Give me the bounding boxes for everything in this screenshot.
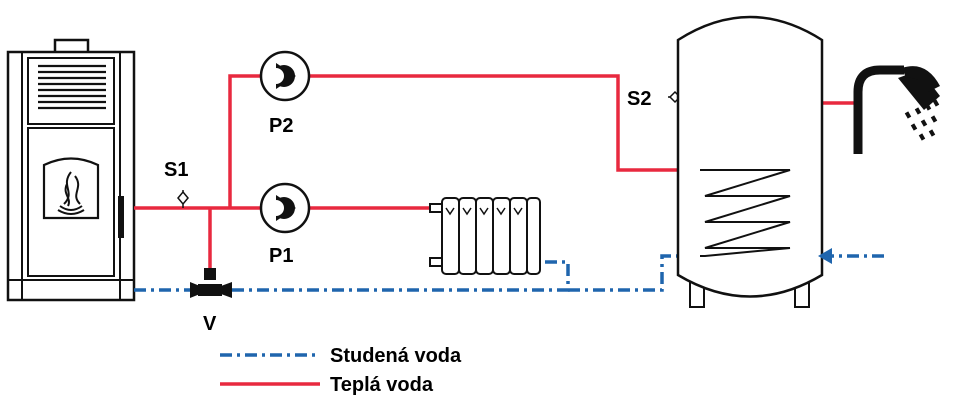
sensor-label-s1: S1: [164, 159, 188, 181]
valve-label-v: V: [203, 313, 217, 335]
flame-icon: [57, 171, 85, 215]
sensor-label-s2: S2: [627, 88, 651, 110]
temperature-sensor-s1: [177, 190, 189, 208]
legend-hot-label: Teplá voda: [330, 374, 434, 396]
legend: Studená voda Teplá voda: [220, 345, 462, 396]
pellet-stove-icon: [6, 38, 136, 302]
flow-arrow-icon: [818, 248, 832, 264]
stove-grille: [38, 64, 106, 110]
pump-p1: [259, 182, 311, 234]
pump-label-p2: P2: [269, 115, 293, 137]
radiator-icon: [429, 197, 541, 275]
legend-cold-label: Studená voda: [330, 345, 462, 367]
water-heater-tank-icon: [676, 15, 832, 308]
three-way-valve-icon: [190, 268, 232, 298]
pump-label-p1: P1: [269, 245, 293, 267]
cold-water-pipes: [134, 254, 884, 292]
pump-p2: [259, 50, 311, 102]
shower-head-icon: [853, 65, 940, 154]
